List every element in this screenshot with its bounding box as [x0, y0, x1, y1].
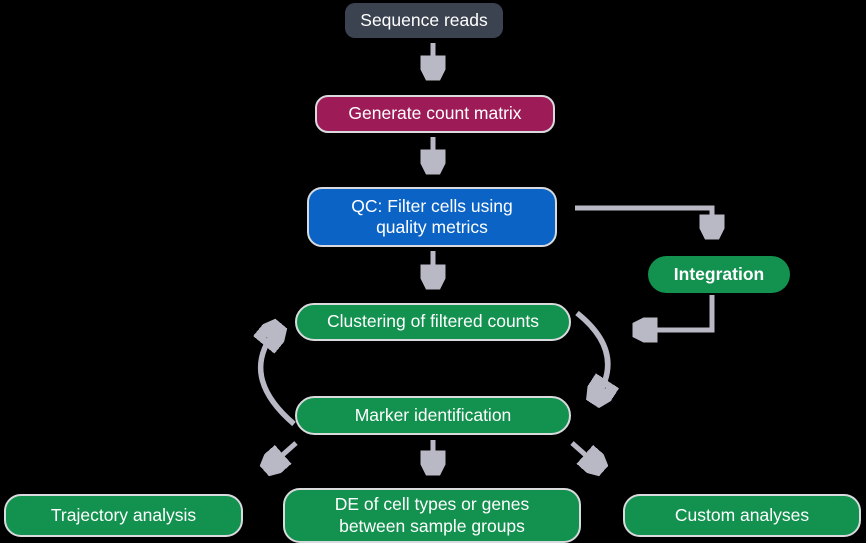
node-de-line1: DE of cell types or genes	[334, 494, 530, 515]
node-de-cell-types: DE of cell types or genes between sample…	[283, 488, 581, 543]
node-trajectory-analysis: Trajectory analysis	[4, 494, 243, 537]
node-sequence-reads: Sequence reads	[345, 3, 503, 38]
node-custom-analyses-label: Custom analyses	[674, 504, 810, 525]
node-marker-identification-label: Marker identification	[354, 404, 512, 425]
node-integration: Integration	[648, 256, 790, 293]
arrow-qc-to-integration	[575, 205, 712, 232]
node-qc-line2: quality metrics	[376, 217, 488, 237]
arrow-marker-to-custom	[570, 441, 598, 466]
node-de-line2: between sample groups	[339, 515, 525, 536]
node-marker-identification: Marker identification	[295, 396, 571, 435]
arrow-marker-to-trajectory	[270, 441, 298, 466]
node-generate-count-matrix: Generate count matrix	[315, 95, 555, 133]
arrow-integration-to-clustering	[640, 295, 715, 330]
node-clustering: Clustering of filtered counts	[295, 303, 571, 341]
node-generate-count-matrix-label: Generate count matrix	[348, 103, 522, 124]
node-qc-line1: QC: Filter cells using	[351, 195, 513, 216]
node-sequence-reads-label: Sequence reads	[360, 9, 488, 30]
arrow-clustering-to-marker-arc	[575, 310, 608, 397]
node-trajectory-analysis-label: Trajectory analysis	[50, 504, 197, 525]
arrow-marker-to-clustering-arc	[261, 330, 296, 427]
node-qc-filter-cells: QC: Filter cells using quality metrics	[307, 187, 557, 247]
node-clustering-label: Clustering of filtered counts	[326, 311, 540, 332]
node-custom-analyses: Custom analyses	[623, 494, 861, 537]
node-integration-label: Integration	[673, 263, 765, 284]
